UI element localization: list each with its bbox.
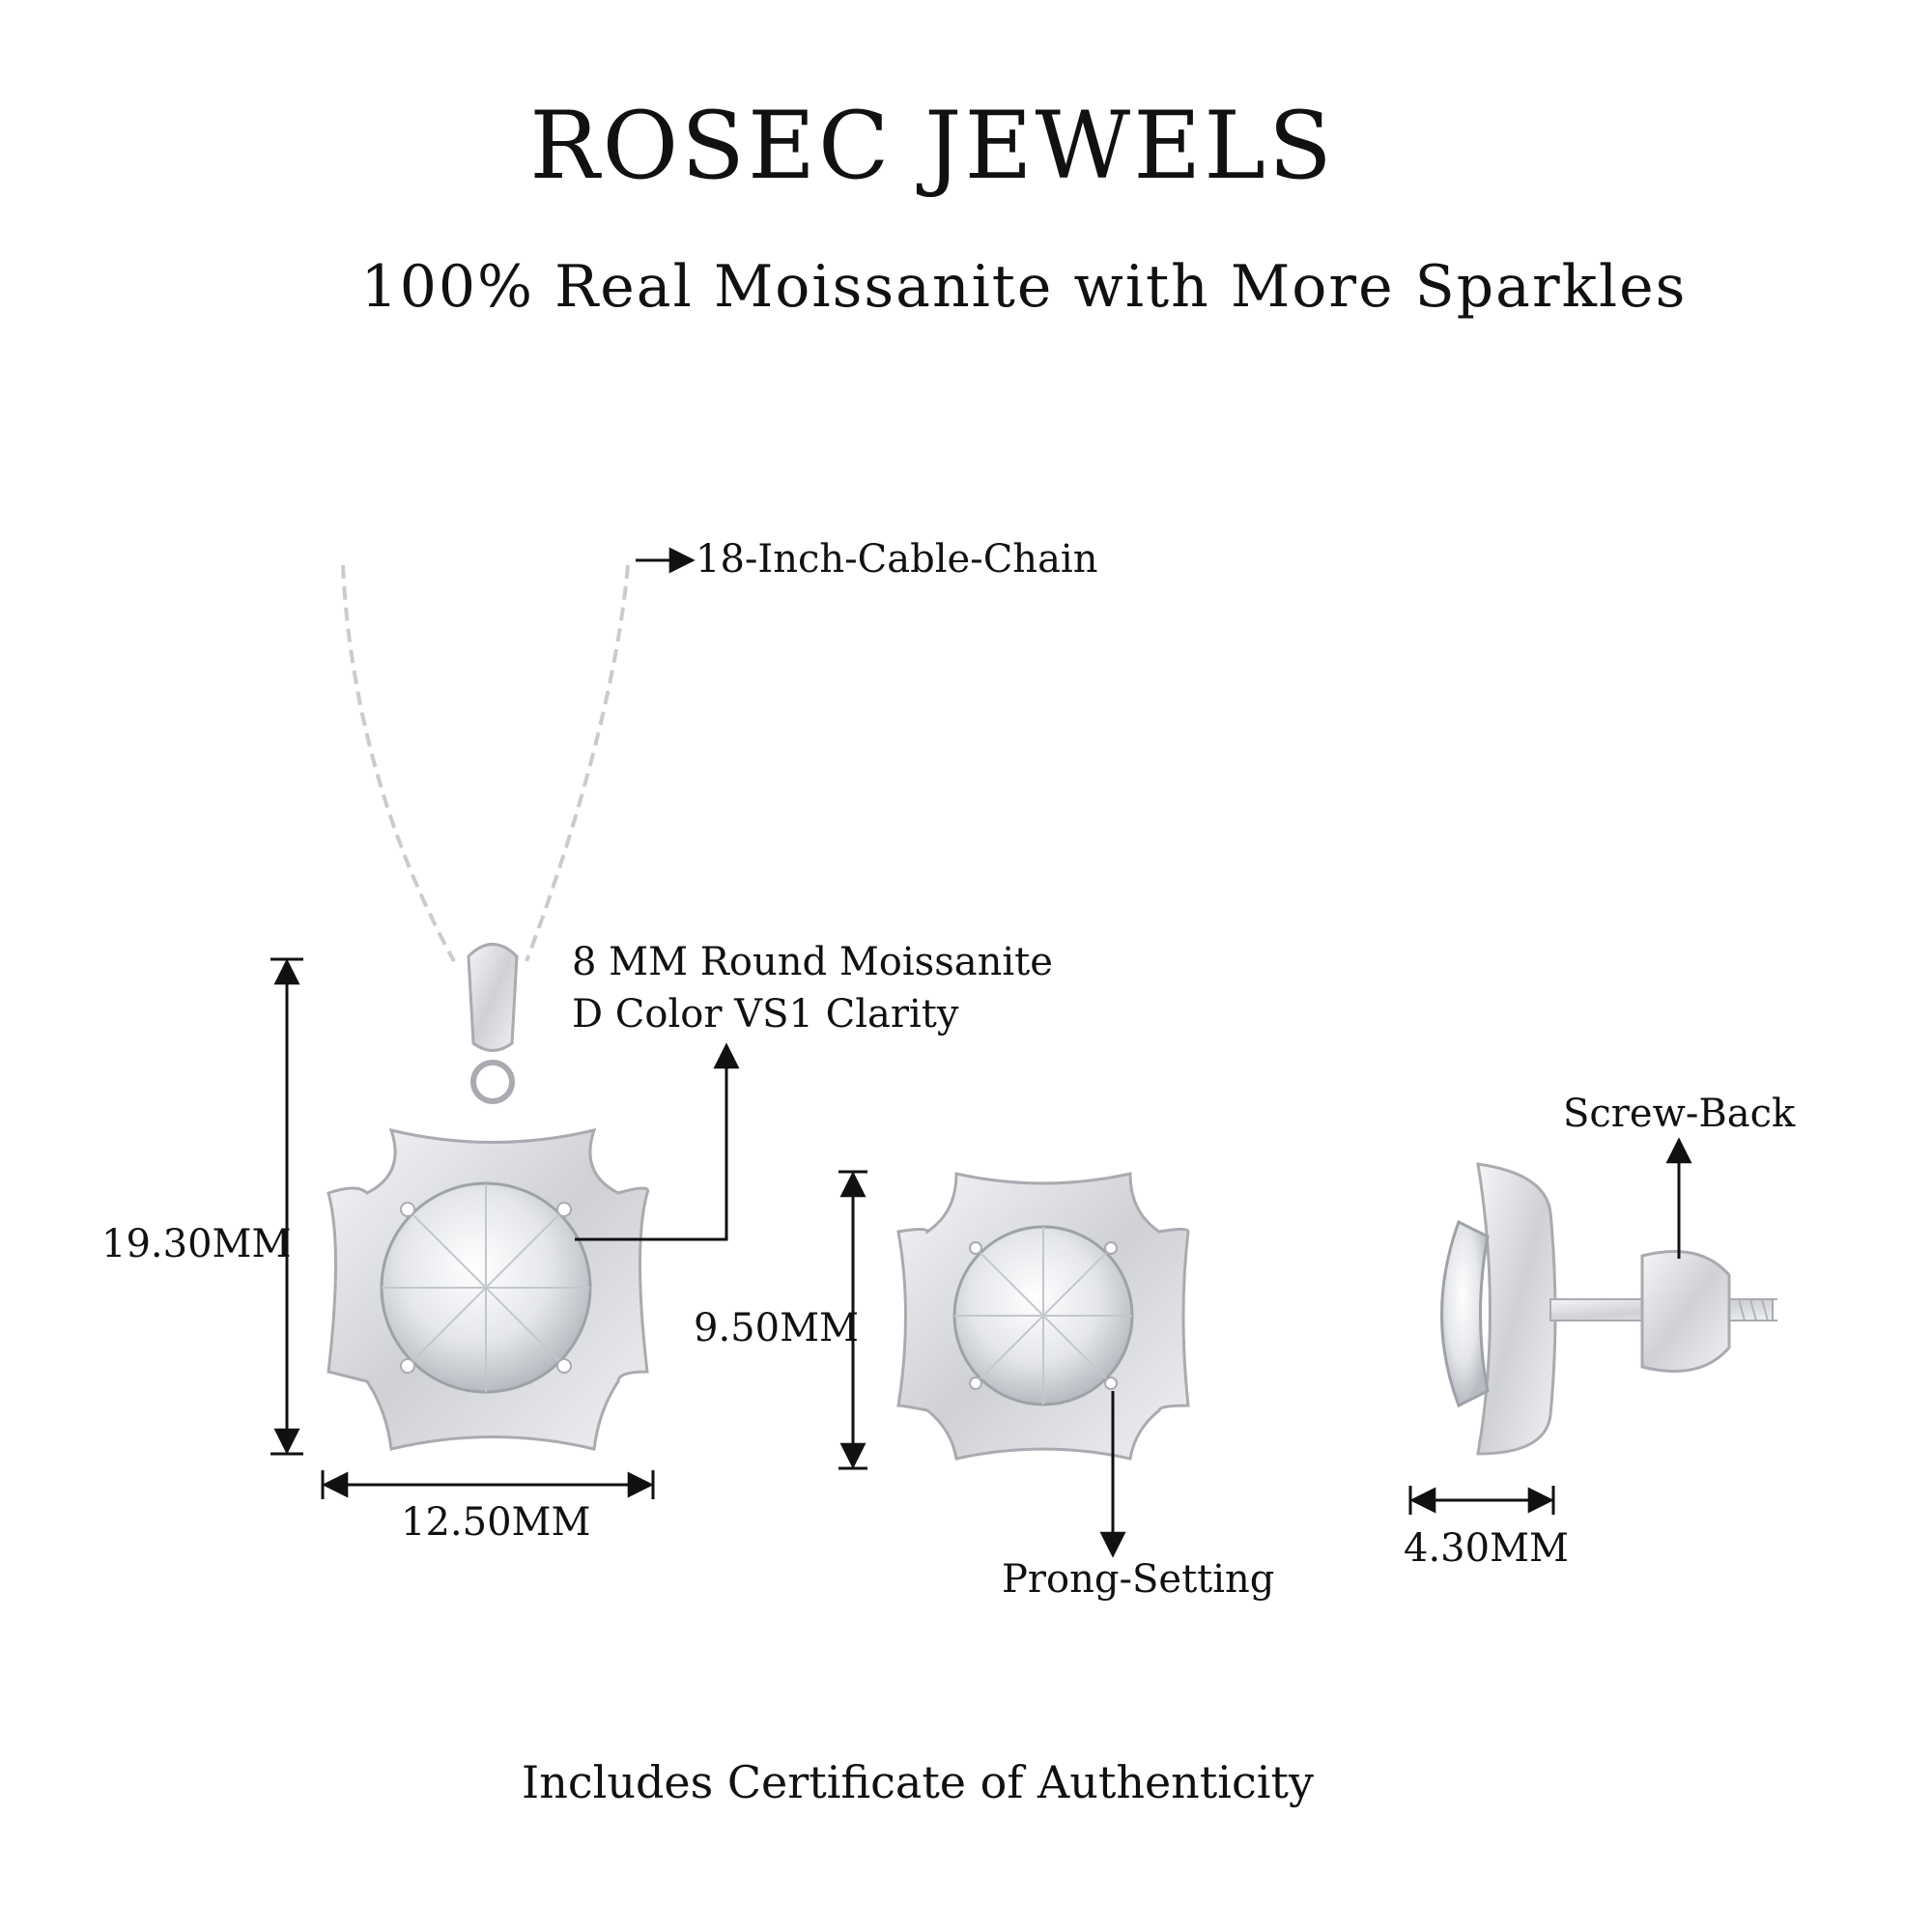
earring-depth-label: 4.30MM — [1404, 1526, 1569, 1571]
chain-callout-label: 18-Inch-Cable-Chain — [696, 537, 1098, 582]
stud-earring-front — [896, 1172, 1190, 1461]
screw-back-label: Screw-Back — [1563, 1092, 1796, 1136]
dimension-lines — [270, 547, 1692, 1558]
certificate-note: Includes Certificate of Authenticity — [522, 1756, 1314, 1808]
stud-earring-side — [1440, 1162, 1777, 1456]
stone-callout-line1: 8 MM Round Moissanite — [572, 940, 1053, 984]
brand-title: ROSEC JEWELS — [529, 92, 1335, 200]
tagline: 100% Real Moissanite with More Sparkles — [360, 253, 1688, 321]
earring-height-label: 9.50MM — [694, 1306, 859, 1350]
pendant-height-label: 19.30MM — [101, 1222, 292, 1266]
pendant — [327, 943, 650, 1451]
prong-setting-label: Prong-Setting — [1002, 1557, 1275, 1602]
cable-chain — [341, 564, 630, 962]
pendant-width-label: 12.50MM — [401, 1500, 591, 1545]
stone-callout-line2: D Color VS1 Clarity — [572, 992, 959, 1037]
